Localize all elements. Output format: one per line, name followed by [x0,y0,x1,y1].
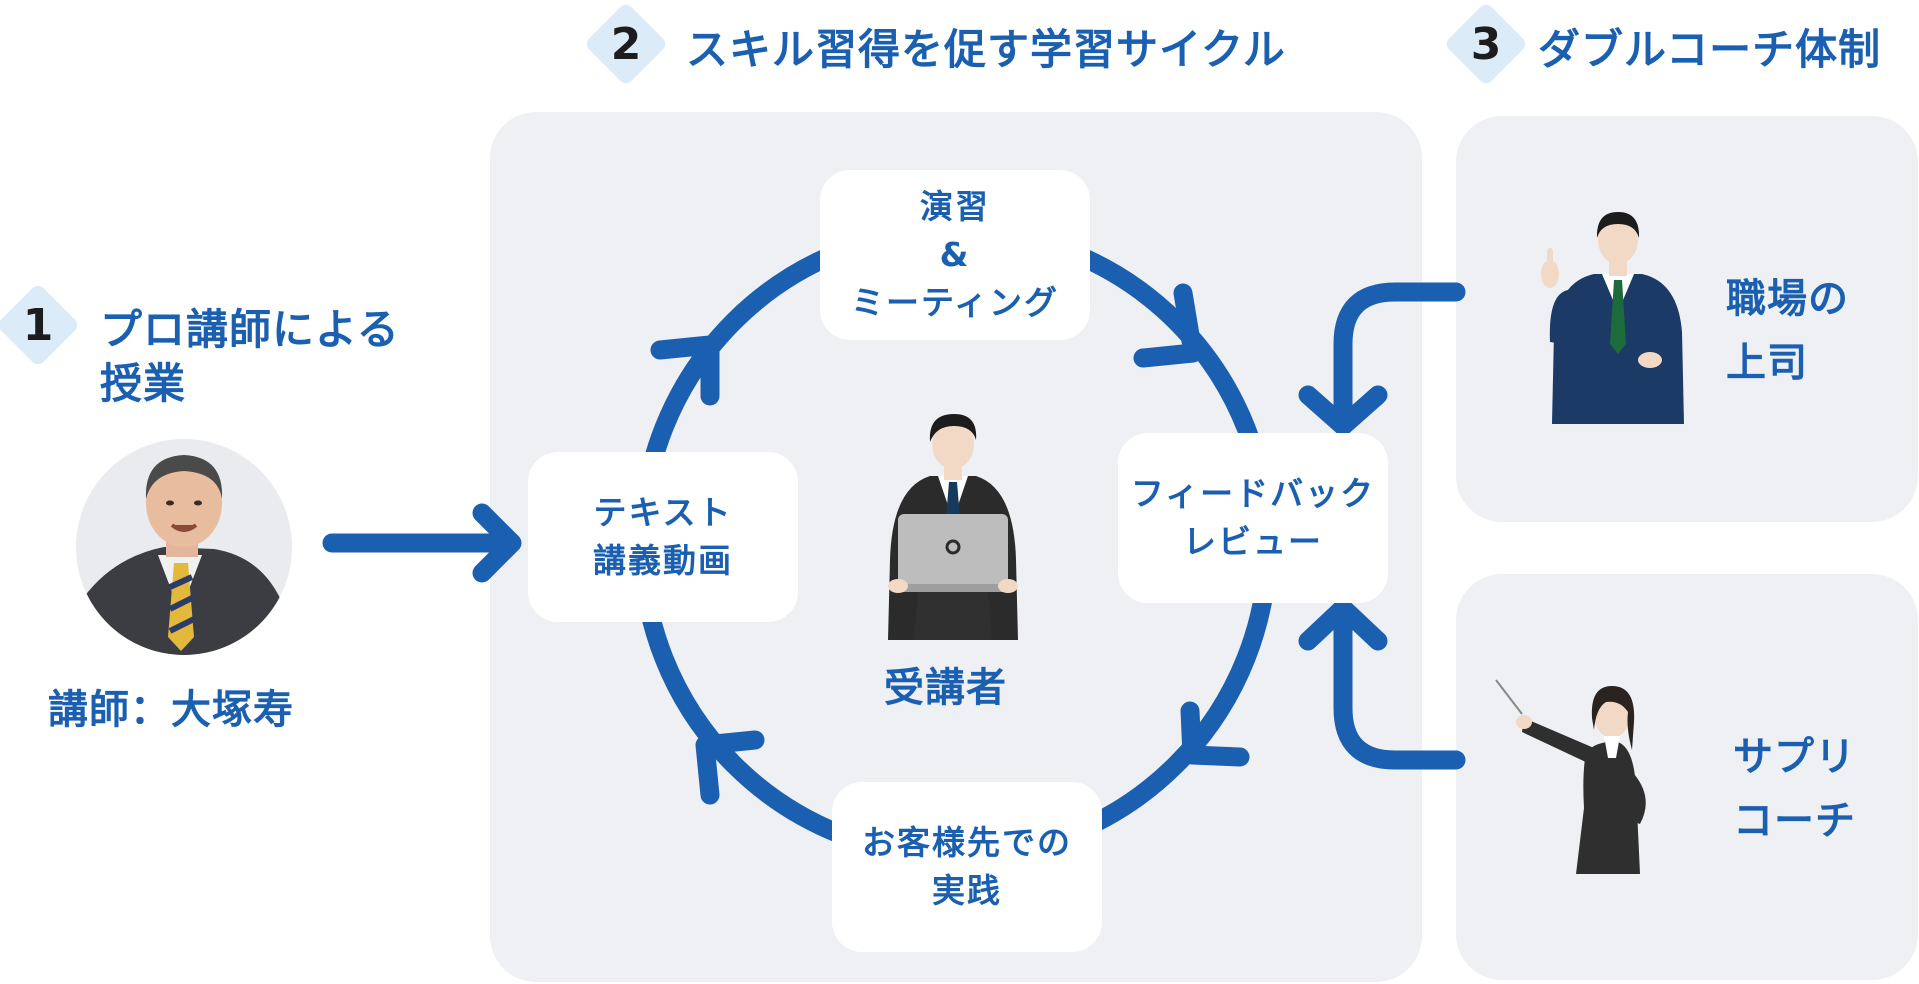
card-feedback-line1: フィードバック [1130,474,1376,514]
card-feedback-line2: レビュー [1183,522,1323,561]
boss-icon [1541,212,1684,424]
card-client-line2: 実践 [932,871,1002,910]
card-practice-meeting: 演習 & ミーティング [820,170,1090,340]
boss-label-line2: 上司 [1726,340,1808,386]
card-client-line1: お客様先での [862,823,1072,863]
cycle-arrowhead-top-left [650,335,720,406]
card-text-line2: 講義動画 [593,541,733,580]
coach-panel [1456,574,1918,980]
cycle-arrowhead-bottom-right [1180,701,1250,767]
card-practice-line3: ミーティング [850,282,1060,322]
cycle-arrowhead-top-right [1133,283,1203,368]
card-text-line1: テキスト [593,493,733,533]
section3-title: ダブルコーチ体制 [1538,25,1882,74]
instructor-caption: 講師：大塚寿 [48,687,294,733]
boss-connector-head [1298,385,1388,436]
card-client-practice: お客様先での 実践 [832,782,1102,952]
coach-icon [1495,679,1646,874]
step-badge-3: 3 [1440,0,1532,90]
section2-title: スキル習得を促す学習サイクル [686,25,1286,74]
learner-label: 受講者 [884,665,1007,711]
card-practice-line1: 演習 [920,187,990,227]
boss-connector [1333,282,1466,432]
coach-connector [1333,604,1466,770]
section1-title-line1: プロ講師による [100,305,400,354]
coach-connector-head [1298,598,1388,651]
instructor-photo [76,439,292,655]
coach-label-line2: コーチ [1733,798,1856,844]
step-badge-1: 1 [0,279,84,371]
section1-title-line2: 授業 [100,359,187,408]
boss-label-line1: 職場の [1726,276,1849,322]
instructor-arrow-head [472,503,522,583]
cycle-arrowhead-bottom-left [695,730,765,805]
card-practice-line2: & [939,235,971,275]
card-text-video: テキスト 講義動画 [528,452,798,622]
boss-panel [1456,116,1918,522]
step-badge-2: 2 [580,0,672,90]
coach-label-line1: サプリ [1733,734,1856,780]
card-feedback-review: フィードバック レビュー [1118,433,1388,603]
learner-icon [888,414,1018,640]
